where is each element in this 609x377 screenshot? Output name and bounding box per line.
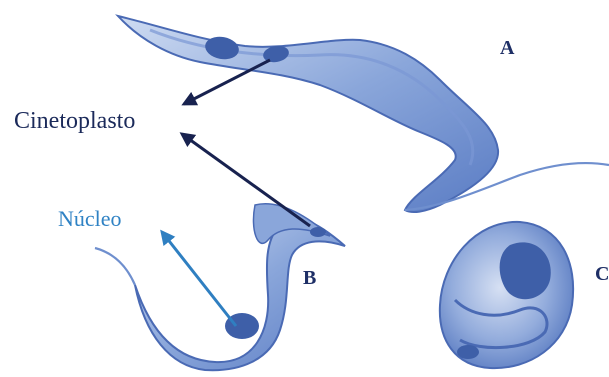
form-a-body [118,16,498,212]
nucleus-arrow-from-b [162,232,236,326]
form-c-letter: C [595,263,609,285]
form-b-kinetoplast [310,227,326,237]
nucleus-label: Núcleo [58,206,122,231]
form-b-body [135,219,345,370]
form-b-letter: B [303,267,316,289]
form-a-letter: A [500,37,515,59]
kinetoplast-arrow-from-b [182,134,310,226]
kinetoplast-label: Cinetoplasto [14,108,135,134]
form-c-kinetoplast [457,345,479,359]
form-b-flagellum [95,248,135,285]
trypomastigote-form-a [118,16,609,212]
amastigote-form-c [440,222,573,368]
